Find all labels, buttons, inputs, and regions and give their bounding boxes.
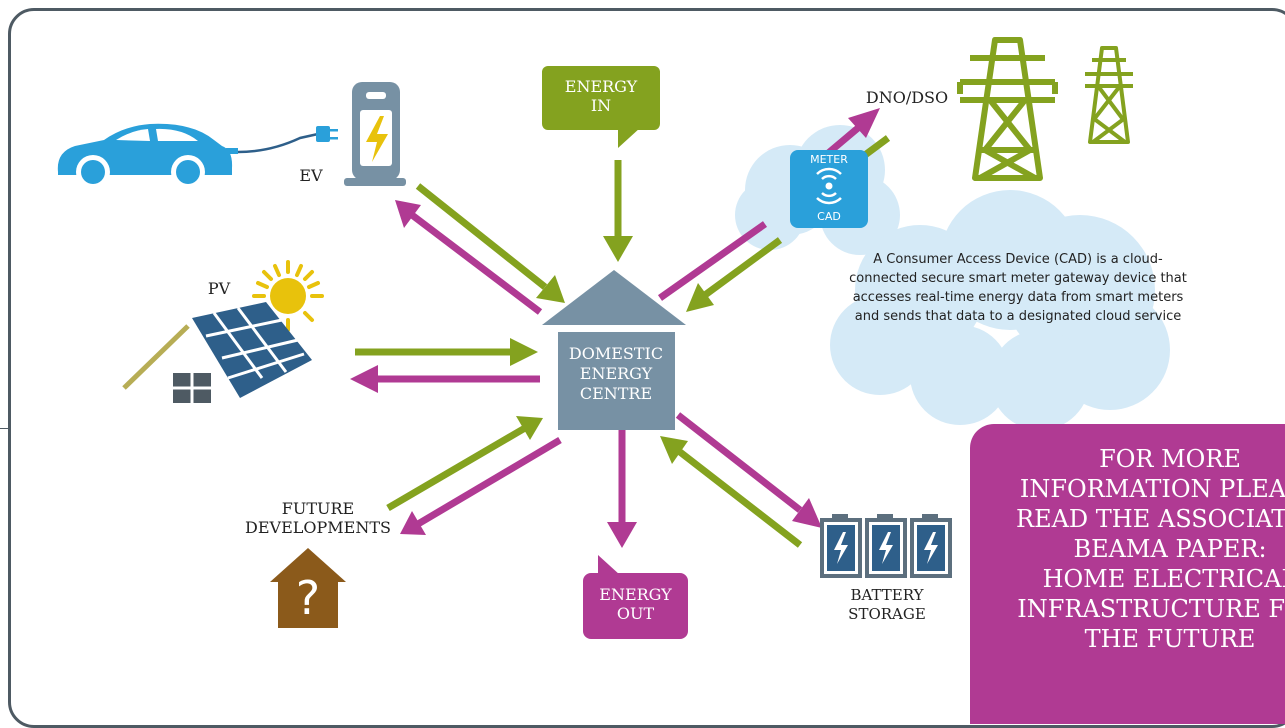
charging-station-icon (344, 82, 406, 186)
energy-flow-diagram (57, 37, 1170, 639)
energy-in-label: ENERGY IN (564, 77, 638, 115)
cad-description: A Consumer Access Device (CAD) is a clou… (849, 252, 1187, 324)
arrow-meter-in-head (686, 283, 714, 312)
domestic-energy-centre-house (542, 270, 686, 430)
meter-label: METER (810, 153, 848, 166)
arrow-ev-in (415, 183, 548, 290)
arrow-ev-out-head (395, 200, 421, 228)
battery-icon (820, 514, 952, 578)
info-box-text: FOR MORE INFORMATION PLEASE READ THE ASS… (1016, 445, 1285, 653)
arrow-energy-in-head (603, 236, 633, 262)
battery-storage-label: BATTERY STORAGE (848, 586, 926, 623)
arrow-meter-in (702, 237, 783, 298)
arrow-battery-in-head (660, 436, 688, 464)
cad-label: CAD (817, 210, 841, 223)
electric-car-icon (57, 123, 338, 189)
cloud-large (830, 190, 1170, 430)
pylon-small-icon (1085, 46, 1133, 144)
arrow-battery-out (675, 412, 803, 513)
arrow-dno-in (862, 135, 891, 158)
question-mark: ? (295, 571, 321, 625)
arrow-future-out-head (400, 511, 426, 535)
arrow-ev-out (409, 212, 543, 315)
energy-out-label: ENERGY OUT (599, 585, 672, 623)
info-box: FOR MORE INFORMATION PLEASE READ THE ASS… (970, 424, 1285, 724)
arrow-energy-out-head (607, 522, 637, 548)
arrow-future-out (416, 436, 562, 528)
pv-label: PV (207, 279, 231, 298)
energy-out-box (583, 555, 688, 639)
arrow-future-in (386, 424, 527, 512)
arrow-meter-out (657, 221, 768, 301)
future-developments-label: FUTURE DEVELOPMENTS (245, 499, 391, 537)
pylon-icon (957, 37, 1058, 181)
ev-label: EV (299, 166, 323, 185)
arrow-battery-out-head (792, 498, 822, 528)
meter-icon (790, 150, 868, 228)
house-question-icon (270, 548, 346, 628)
arrow-future-in-head (516, 416, 543, 440)
dno-dso-label: DNO/DSO (865, 88, 949, 107)
energy-in-box (542, 66, 660, 148)
arrow-pv-in-head (510, 338, 538, 366)
solar-panel-icon (122, 302, 312, 403)
arrow-ev-in-head (536, 275, 565, 303)
sun-icon (252, 260, 324, 332)
domestic-energy-centre-label: DOMESTIC ENERGY CENTRE (568, 344, 664, 403)
arrow-dno-out-head (848, 108, 880, 138)
arrows (350, 108, 891, 548)
arrow-pv-out-head (350, 365, 378, 393)
edge-tick (0, 428, 8, 429)
arrow-battery-in (677, 449, 803, 548)
